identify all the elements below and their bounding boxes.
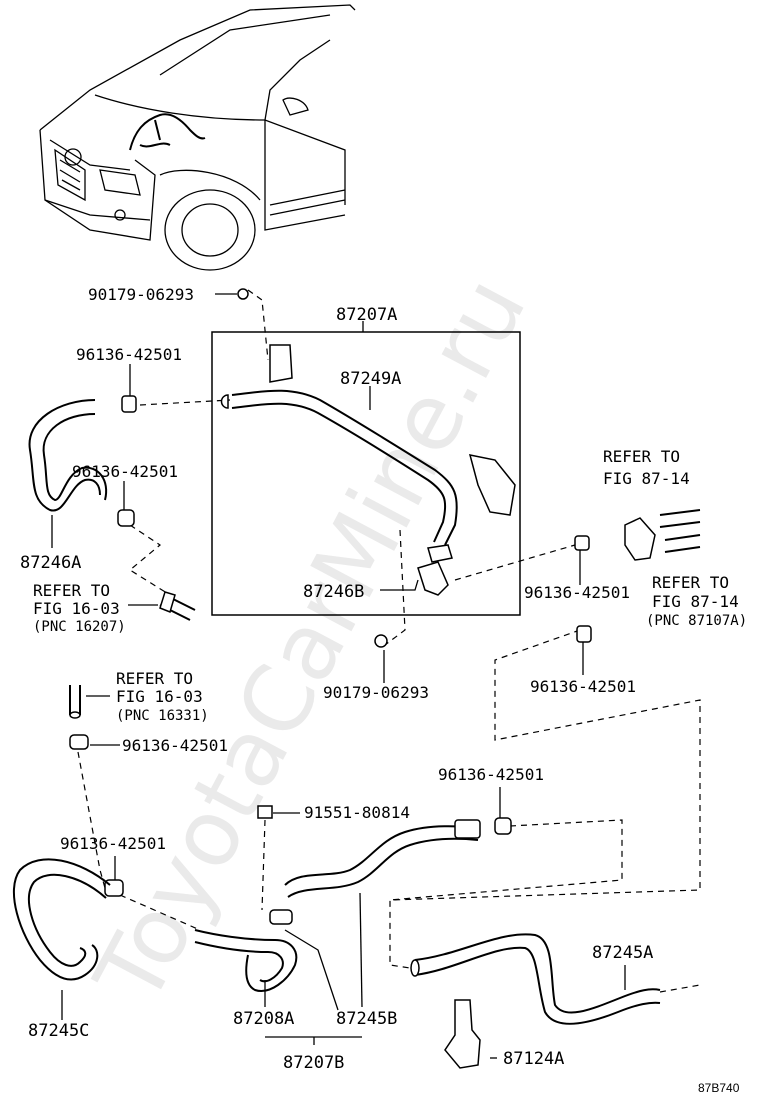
hoses-and-parts bbox=[12, 288, 701, 1069]
label-refer-right-title-1: REFER TO bbox=[603, 447, 680, 466]
label-clamp-left-2: 96136-42501 bbox=[72, 462, 178, 481]
clamp-icon bbox=[269, 909, 293, 925]
bolt-icon bbox=[257, 805, 273, 819]
clamp-icon bbox=[494, 817, 512, 835]
vehicle-illustration bbox=[39, 4, 356, 271]
part-labels: 90179-06293 87207A 96136-42501 87249A 96… bbox=[20, 285, 747, 1095]
label-clamp-mid: 96136-42501 bbox=[122, 736, 228, 755]
group-box-87207A bbox=[211, 331, 521, 616]
label-clamp-lower-right: 96136-42501 bbox=[438, 765, 544, 784]
clamp-icon bbox=[69, 734, 89, 750]
hose-87246B bbox=[417, 561, 449, 596]
label-hose-87249A: 87249A bbox=[340, 369, 401, 389]
label-hose-87245A: 87245A bbox=[592, 943, 653, 963]
label-hose-87245C: 87245C bbox=[28, 1021, 89, 1041]
label-group-top: 87207A bbox=[336, 305, 397, 325]
clamp-icon bbox=[576, 625, 592, 643]
watermark-text: ToyotaCarMine.ru bbox=[74, 260, 546, 1021]
label-bracket-87124A: 87124A bbox=[503, 1049, 564, 1069]
hose-87249A bbox=[231, 389, 458, 546]
clamp-icon bbox=[121, 395, 137, 413]
hose-87246A bbox=[28, 399, 101, 512]
label-clamp-right-2: 96136-42501 bbox=[530, 677, 636, 696]
label-clip-top: 90179-06293 bbox=[88, 285, 194, 304]
label-group-bottom: 87207B bbox=[283, 1053, 344, 1073]
label-refer-right-title-2: FIG 87-14 bbox=[603, 469, 690, 488]
label-refer-left-1: REFER TO bbox=[33, 581, 110, 600]
label-refer-right-2: FIG 87-14 bbox=[652, 592, 739, 611]
label-refer-mid-1: REFER TO bbox=[116, 669, 193, 688]
label-hose-87245B: 87245B bbox=[336, 1009, 397, 1029]
label-refer-left-2: FIG 16-03 bbox=[33, 599, 120, 618]
clamp-icon bbox=[574, 535, 590, 551]
label-pipe-87208A: 87208A bbox=[233, 1009, 294, 1029]
clip-icon bbox=[374, 634, 388, 648]
hose-87245C bbox=[12, 858, 111, 981]
hose-87245B bbox=[284, 825, 481, 886]
label-refer-right-3: (PNC 87107A) bbox=[646, 613, 747, 629]
label-clip-mid: 90179-06293 bbox=[323, 683, 429, 702]
bracket-87124A bbox=[444, 999, 481, 1069]
label-refer-mid-3: (PNC 16331) bbox=[116, 708, 209, 724]
label-clamp-right-1: 96136-42501 bbox=[524, 583, 630, 602]
label-refer-left-3: (PNC 16207) bbox=[33, 619, 126, 635]
leader-lines bbox=[51, 289, 701, 1059]
label-refer-right-1: REFER TO bbox=[652, 573, 729, 592]
diagram-code: 87B740 bbox=[698, 1081, 740, 1095]
label-bolt: 91551-80814 bbox=[304, 803, 410, 822]
label-hose-87246B: 87246B bbox=[303, 582, 364, 602]
label-clamp-lower-left: 96136-42501 bbox=[60, 834, 166, 853]
clamp-icon bbox=[117, 509, 135, 527]
label-clamp-left-1: 96136-42501 bbox=[76, 345, 182, 364]
clip-icon bbox=[237, 288, 249, 300]
hose-87245A bbox=[414, 933, 661, 1014]
label-refer-mid-2: FIG 16-03 bbox=[116, 687, 203, 706]
pipe-87208A bbox=[194, 929, 298, 992]
label-hose-87246A: 87246A bbox=[20, 553, 81, 573]
